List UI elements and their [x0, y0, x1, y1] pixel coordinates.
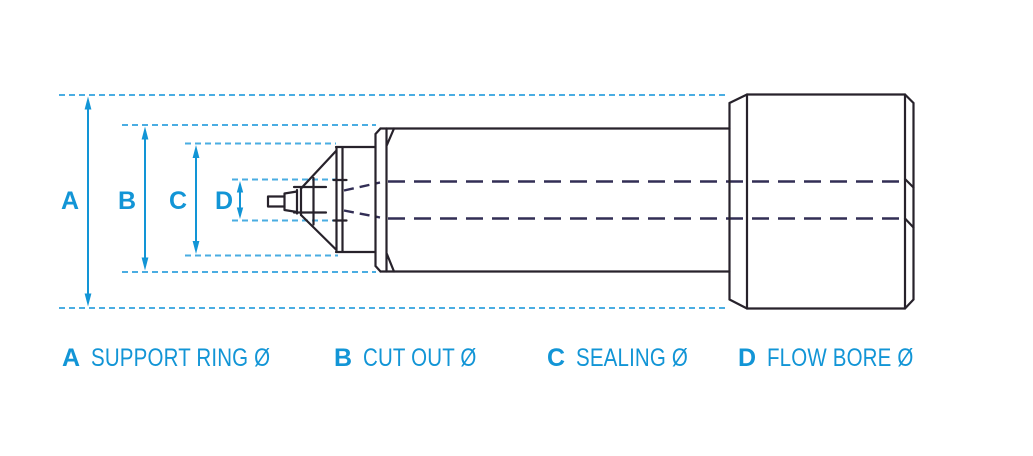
legend-label-flow-bore: FLOW BORE Ø [767, 344, 914, 372]
dimension-arrowheads [84, 96, 244, 307]
tip-inner-bore-lines [292, 185, 328, 214]
legend-label-cut-out: CUT OUT Ø [363, 344, 477, 372]
main-body [379, 127, 731, 273]
legend-item-support-ring: A SUPPORT RING Ø [62, 344, 310, 373]
dim-letter-d: D [215, 187, 233, 215]
arrowhead-c-top [192, 145, 200, 158]
legend-item-flow-bore: D FLOW BORE Ø [738, 344, 946, 373]
legend-letter-a: A [62, 344, 81, 372]
block-right-face [903, 93, 915, 310]
legend-item-sealing: C SEALING Ø [547, 344, 713, 373]
dim-letter-b: B [118, 187, 136, 215]
bore-divergence-top [343, 181, 381, 192]
tip-nose [266, 195, 286, 208]
block-left-face [728, 93, 749, 310]
body-flange [374, 127, 382, 273]
legend-letter-b: B [334, 344, 353, 372]
tip-cone [299, 149, 338, 251]
block-top-bottom [745, 93, 907, 310]
sealing-cylinder [334, 145, 377, 254]
legend-letter-d: D [738, 344, 757, 372]
dim-letter-c: C [169, 187, 187, 215]
legend-label-support-ring: SUPPORT RING Ø [91, 344, 271, 372]
flow-bore-lines [343, 180, 905, 220]
arrowhead-b-bottom [141, 257, 149, 271]
arrowhead-a-top [84, 96, 92, 110]
arrowhead-a-bottom [84, 293, 92, 307]
sealing-bore-ticks [332, 178, 348, 222]
block-bore-notches [903, 177, 915, 229]
dimension-letters: A B C D [61, 187, 233, 215]
tip-step-1 [283, 190, 299, 214]
bore-divergence-bottom [343, 209, 381, 219]
legend-item-cut-out: B CUT OUT Ø [334, 344, 501, 373]
arrowhead-d-bottom [236, 207, 244, 219]
tip-step-2 [295, 187, 303, 217]
dimension-arrows [84, 96, 244, 307]
legend-letter-c: C [547, 344, 566, 372]
dim-letter-a: A [61, 187, 79, 215]
arrowhead-b-top [141, 126, 149, 140]
arrowhead-c-bottom [192, 241, 200, 254]
arrowhead-d-top [236, 181, 244, 193]
legend-label-sealing: SEALING Ø [576, 344, 689, 372]
extension-lines [59, 94, 727, 309]
body-left-chamfer [385, 127, 396, 273]
nozzle-outline [266, 93, 915, 310]
legend: A SUPPORT RING Ø B CUT OUT Ø C SEALING Ø… [0, 344, 1033, 374]
